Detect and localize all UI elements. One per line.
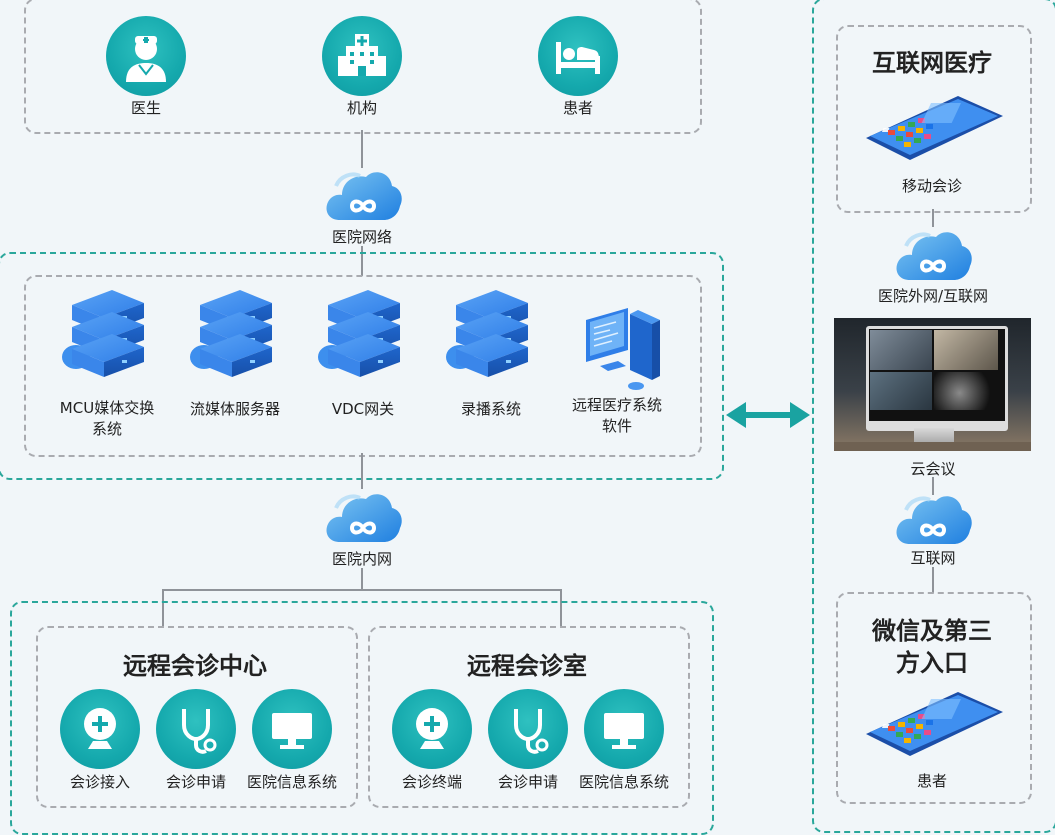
right-patient-label: 患者 (916, 772, 947, 790)
room-item-label: 会诊申请 (497, 773, 558, 791)
monitor-icon (584, 689, 664, 769)
server-label-streaming: 流媒体服务器 (189, 400, 280, 418)
center-item-label: 会诊申请 (165, 773, 226, 791)
connector-line (361, 130, 363, 168)
double-arrow-icon (726, 402, 810, 428)
connector-line (162, 589, 164, 627)
monitor-icon (252, 689, 332, 769)
consult-room-title: 远程会诊室 (467, 652, 587, 680)
server-icon (446, 285, 536, 385)
consult-access-icon (60, 689, 140, 769)
center-item-label: 会诊接入 (69, 773, 130, 791)
consult-center-box (36, 626, 358, 808)
institution-icon (322, 16, 402, 96)
connector-line (932, 567, 934, 593)
top-users-box (24, 0, 702, 134)
server-label-mcu: MCU媒体交换 系统 (59, 399, 155, 438)
wechat-entry-box (836, 592, 1032, 804)
server-icon (318, 285, 408, 385)
computer-icon (586, 308, 660, 390)
server-label-telemedicine: 远程医疗系统 软件 (571, 396, 662, 435)
wechat-entry-title-line1: 微信及第三 (872, 617, 992, 645)
phone-icon (858, 684, 1008, 759)
connector-line (361, 246, 363, 276)
hospital-intranet-label: 医院内网 (331, 550, 392, 568)
connector-line (361, 568, 363, 590)
consult-center-title: 远程会诊中心 (123, 652, 267, 680)
connector-line (361, 453, 363, 489)
consult-room-box (368, 626, 690, 808)
connector-line (932, 477, 934, 495)
internet-medical-box (836, 25, 1032, 213)
hospital-network-cloud-icon (322, 162, 404, 226)
internet-medical-title: 互联网医疗 (872, 49, 992, 77)
connector-line (560, 589, 562, 627)
mobile-consult-label: 移动会诊 (901, 177, 962, 195)
connector-line (932, 209, 934, 227)
hospital-network-label: 医院网络 (331, 228, 392, 246)
stethoscope-icon (156, 689, 236, 769)
stethoscope-icon (488, 689, 568, 769)
consult-terminal-icon (392, 689, 472, 769)
cloud-meeting-label: 云会议 (910, 460, 956, 478)
server-icon (62, 285, 152, 385)
room-item-label: 医院信息系统 (578, 773, 669, 791)
room-item-label: 会诊终端 (401, 773, 462, 791)
internet-cloud-icon (892, 486, 974, 550)
wechat-entry-title-line2: 方入口 (896, 649, 968, 677)
center-item-label: 医院信息系统 (246, 773, 337, 791)
server-icon (190, 285, 280, 385)
internet-label: 互联网 (910, 549, 956, 567)
server-inner-box (24, 275, 702, 457)
cloud-meeting-screen (834, 318, 1031, 451)
extranet-cloud-icon (892, 222, 974, 286)
patient-bed-icon (538, 16, 618, 96)
server-label-vdc: VDC网关 (331, 400, 395, 418)
doctor-icon (106, 16, 186, 96)
phone-icon (858, 88, 1008, 163)
extranet-label: 医院外网/互联网 (877, 287, 989, 305)
institution-label: 机构 (346, 99, 377, 117)
connector-line (162, 589, 562, 591)
hospital-intranet-cloud-icon (322, 484, 404, 548)
server-label-recording: 录播系统 (460, 400, 521, 418)
doctor-label: 医生 (130, 99, 161, 117)
patient-label: 患者 (562, 99, 593, 117)
